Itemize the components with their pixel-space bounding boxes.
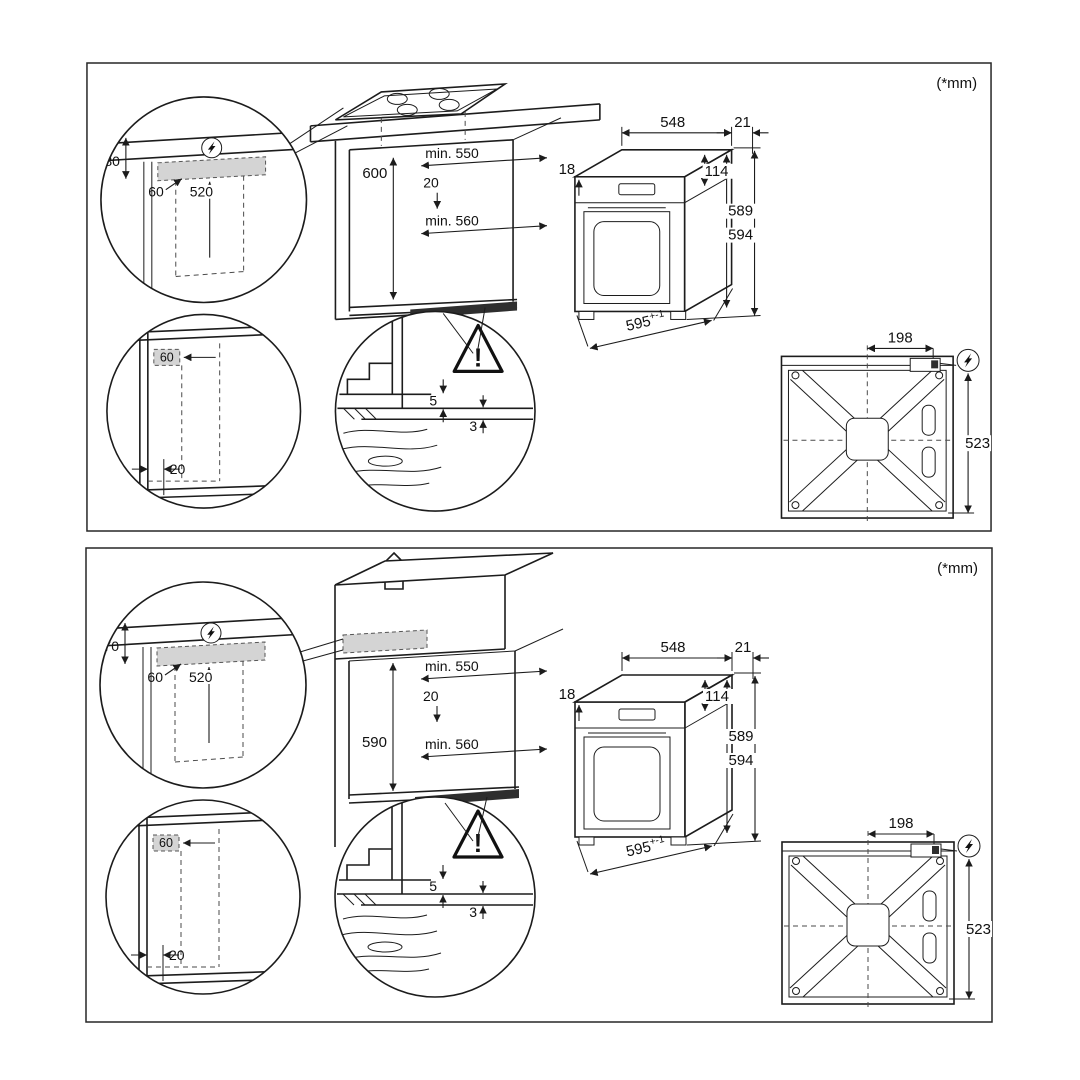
corner-offset-box <box>153 348 181 366</box>
corner-bottom-label: 20 <box>170 461 186 477</box>
floor-detail-contents: 5 3 ! <box>335 311 536 512</box>
oven-top-gap-label: 18 <box>559 686 576 703</box>
oven-top-gap-label: 18 <box>559 161 576 178</box>
corner-detail-circle <box>105 799 301 995</box>
electric-symbol-icon <box>201 137 223 159</box>
oven-front-width-label: 595+-1 <box>624 308 667 335</box>
corner-offset-box <box>152 834 180 852</box>
floor-gap-lower-label: 3 <box>469 904 477 920</box>
niche-height-label: 600 <box>362 165 387 182</box>
mains-offset-label: 198 <box>888 815 913 832</box>
warning-mark: ! <box>474 828 483 858</box>
wall-detail-circle <box>100 96 308 304</box>
oven-panel-height-label: 114 <box>705 163 729 180</box>
niche-dimensions: 590 min. 550 20 min. 560 <box>362 658 548 791</box>
niche-depth-label: min. 550 <box>425 145 479 161</box>
tolerance-superscript: +-1 <box>648 308 665 322</box>
mains-height-label: 523 <box>965 435 990 452</box>
oven-panel-height-label: 114 <box>705 688 729 705</box>
floor-gap-upper-label: 5 <box>429 392 437 408</box>
oven-drawing <box>571 148 735 320</box>
floor-detail-circle <box>334 310 536 512</box>
oven-door-window <box>593 221 661 297</box>
warning-triangle-icon: ! <box>452 809 504 859</box>
floor-detail-circle <box>334 796 536 998</box>
electric-symbol-icon <box>956 348 980 372</box>
corner-offset-label: 60 <box>160 350 174 364</box>
units-label: (*mm) <box>936 75 977 92</box>
warning-mark: ! <box>474 344 483 372</box>
oven-width-label: 548 <box>660 639 685 656</box>
corner-bottom-label: 20 <box>169 947 185 963</box>
wall-depth-label: 520 <box>190 184 214 200</box>
oven-body-height-label: 589 <box>728 203 753 220</box>
corner-detail-contents: 60 20 <box>106 800 300 994</box>
hob-drawing <box>335 82 508 146</box>
wall-offset-label: 60 <box>147 669 163 685</box>
electrical-zone-band <box>156 641 266 667</box>
floor-detail-contents: 5 3 ! <box>335 797 535 997</box>
oven-display <box>618 183 656 196</box>
niche-width-label: min. 560 <box>425 736 479 752</box>
electrical-zone-band <box>342 629 428 654</box>
oven-drawing <box>572 673 735 846</box>
wall-offset-label: 60 <box>148 184 164 200</box>
wall-depth-label: 520 <box>189 669 213 685</box>
niche-height-label: 590 <box>362 734 387 751</box>
oven-width-label: 548 <box>660 114 685 131</box>
cabinet-drawing <box>289 82 601 321</box>
oven-display <box>618 708 656 721</box>
oven-flange-label: 21 <box>735 639 752 656</box>
oven-total-height-label: 594 <box>728 227 753 244</box>
oven-dimensions: 548 21 18 114 589 594 595+-1 <box>559 114 769 351</box>
panel-bottom-diagram: (*mm) 590 min. 550 20 min. 560 <box>85 547 993 1023</box>
oven-total-height-label: 594 <box>728 752 753 769</box>
corner-offset-label: 60 <box>159 836 173 850</box>
corner-detail-circle <box>106 313 302 509</box>
oven-flange-label: 21 <box>734 114 751 131</box>
oven-front-width-label: 595+-1 <box>624 834 667 861</box>
wall-detail-circle <box>99 581 307 789</box>
units-label: (*mm) <box>937 560 978 577</box>
electric-symbol-icon <box>200 622 222 644</box>
rear-view-drawing: 198 523 <box>781 815 992 1011</box>
mains-height-label: 523 <box>966 921 991 938</box>
floor-gap-lower-label: 3 <box>469 418 477 434</box>
electrical-zone-band <box>157 156 267 182</box>
floor-gap-upper-label: 5 <box>429 878 437 894</box>
corner-detail-contents: 60 20 <box>106 314 301 509</box>
niche-gap-label: 20 <box>423 688 439 704</box>
rear-view-drawing: 198 523 <box>780 329 992 526</box>
electric-symbol-icon <box>957 834 981 858</box>
niche-gap-label: 20 <box>423 175 439 191</box>
wall-detail-contents: 80 60 520 <box>100 96 307 303</box>
oven-dimensions: 548 21 18 114 589 594 595+-1 <box>559 639 769 877</box>
mains-offset-label: 198 <box>888 329 913 346</box>
niche-width-label: min. 560 <box>425 213 479 229</box>
wall-detail-contents: 70 60 520 <box>100 582 306 788</box>
oven-body-height-label: 589 <box>728 728 753 745</box>
panel-top-diagram: (*mm) 600 min. 550 2 <box>86 62 992 532</box>
oven-door-window <box>593 746 661 822</box>
wood-grain <box>341 428 442 488</box>
niche-depth-label: min. 550 <box>425 658 479 674</box>
tolerance-superscript: +-1 <box>649 834 666 848</box>
niche-dimensions: 600 min. 550 20 min. 560 <box>362 145 548 300</box>
